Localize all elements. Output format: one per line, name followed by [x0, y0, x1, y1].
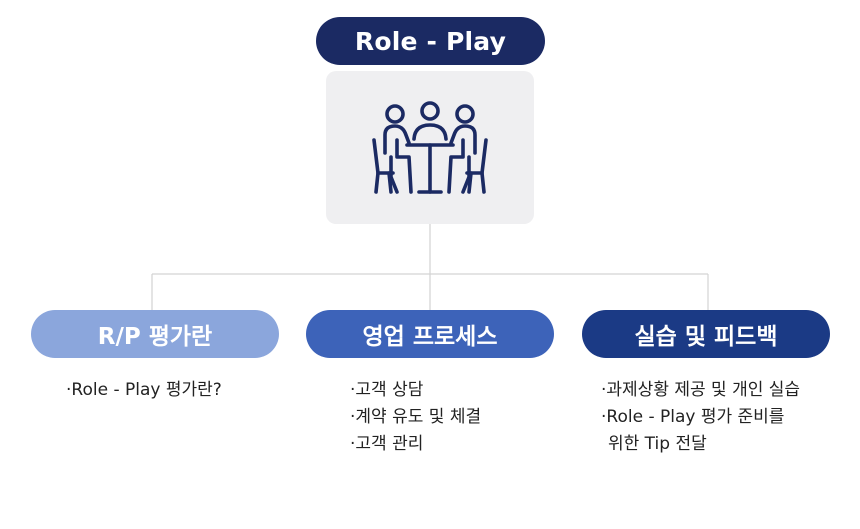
list-item: ·계약 유도 및 체결: [350, 407, 482, 427]
branch-3-list: ·과제상황 제공 및 개인 실습 ·Role - Play 평가 준비를 위한 …: [601, 377, 800, 458]
branch-pill-practice-feedback: 실습 및 피드백: [582, 310, 830, 358]
icon-card: [326, 71, 534, 224]
list-item: ·Role - Play 평가란?: [66, 380, 222, 400]
list-item: ·고객 상담: [350, 380, 424, 400]
branch-2-list: ·고객 상담 ·계약 유도 및 체결 ·고객 관리: [350, 377, 481, 458]
branch-1-list: ·Role - Play 평가란?: [66, 377, 222, 404]
title-badge: Role - Play: [316, 17, 545, 65]
branch-pill-rp-evaluation: R/P 평가란: [31, 310, 279, 358]
list-item-continuation: 위한 Tip 전달: [608, 434, 707, 454]
branch-pill-sales-process: 영업 프로세스: [306, 310, 554, 358]
list-item: ·과제상황 제공 및 개인 실습: [601, 380, 801, 400]
list-item: ·고객 관리: [350, 434, 424, 454]
people-meeting-icon: [372, 100, 488, 194]
list-item: ·Role - Play 평가 준비를: [601, 407, 785, 427]
